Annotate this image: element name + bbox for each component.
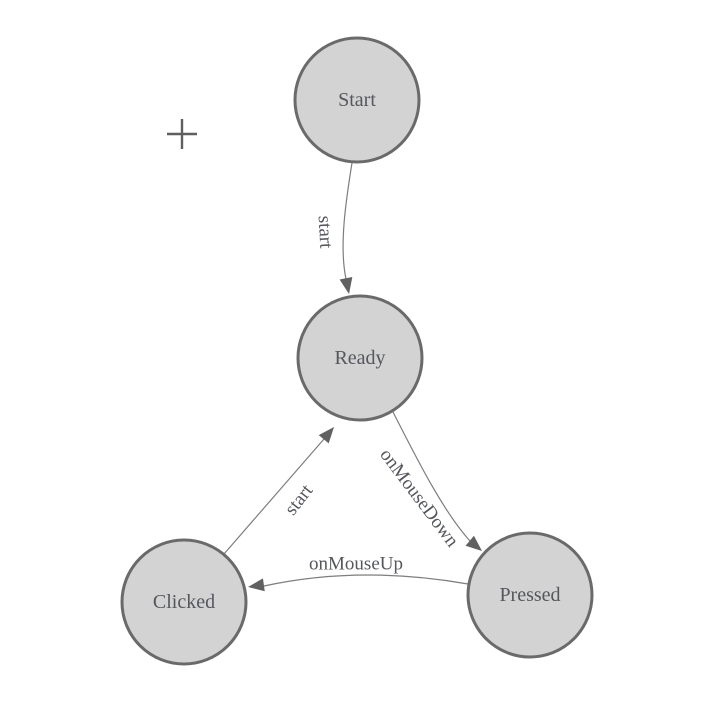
state-circle[interactable]: [296, 294, 424, 422]
state-node-label: Start: [338, 89, 376, 111]
transition-start-ready: start: [314, 162, 353, 294]
state-circle[interactable]: [466, 531, 594, 659]
state-node-start[interactable]: Start: [293, 36, 421, 164]
transition-label[interactable]: onMouseDown: [375, 445, 463, 552]
transition-path[interactable]: [223, 438, 325, 555]
transition-label[interactable]: start: [281, 480, 318, 519]
arrowhead-icon: [339, 277, 353, 294]
transition-label[interactable]: start: [314, 215, 337, 249]
transition-ready-pressed: onMouseDown: [375, 411, 482, 552]
arrowhead-icon: [465, 535, 482, 551]
state-node-label: Ready: [334, 347, 385, 369]
transition-pressed-clicked: onMouseUp: [248, 554, 469, 592]
transition-path[interactable]: [342, 162, 353, 280]
arrowhead-icon: [318, 427, 334, 444]
state-node-clicked[interactable]: Clicked: [120, 538, 248, 666]
transition-clicked-ready: start: [223, 427, 334, 555]
state-circle[interactable]: [293, 36, 421, 164]
state-node-ready[interactable]: Ready: [296, 294, 424, 422]
transition-path[interactable]: [392, 411, 471, 542]
transition-path[interactable]: [263, 574, 469, 587]
transition-label[interactable]: onMouseUp: [309, 554, 403, 575]
state-node-label: Pressed: [499, 584, 560, 606]
state-node-label: Clicked: [153, 591, 215, 613]
arrowhead-icon: [248, 578, 265, 592]
state-circle[interactable]: [120, 538, 248, 666]
state-node-pressed[interactable]: Pressed: [466, 531, 594, 659]
crosshair-marker: [167, 119, 197, 149]
